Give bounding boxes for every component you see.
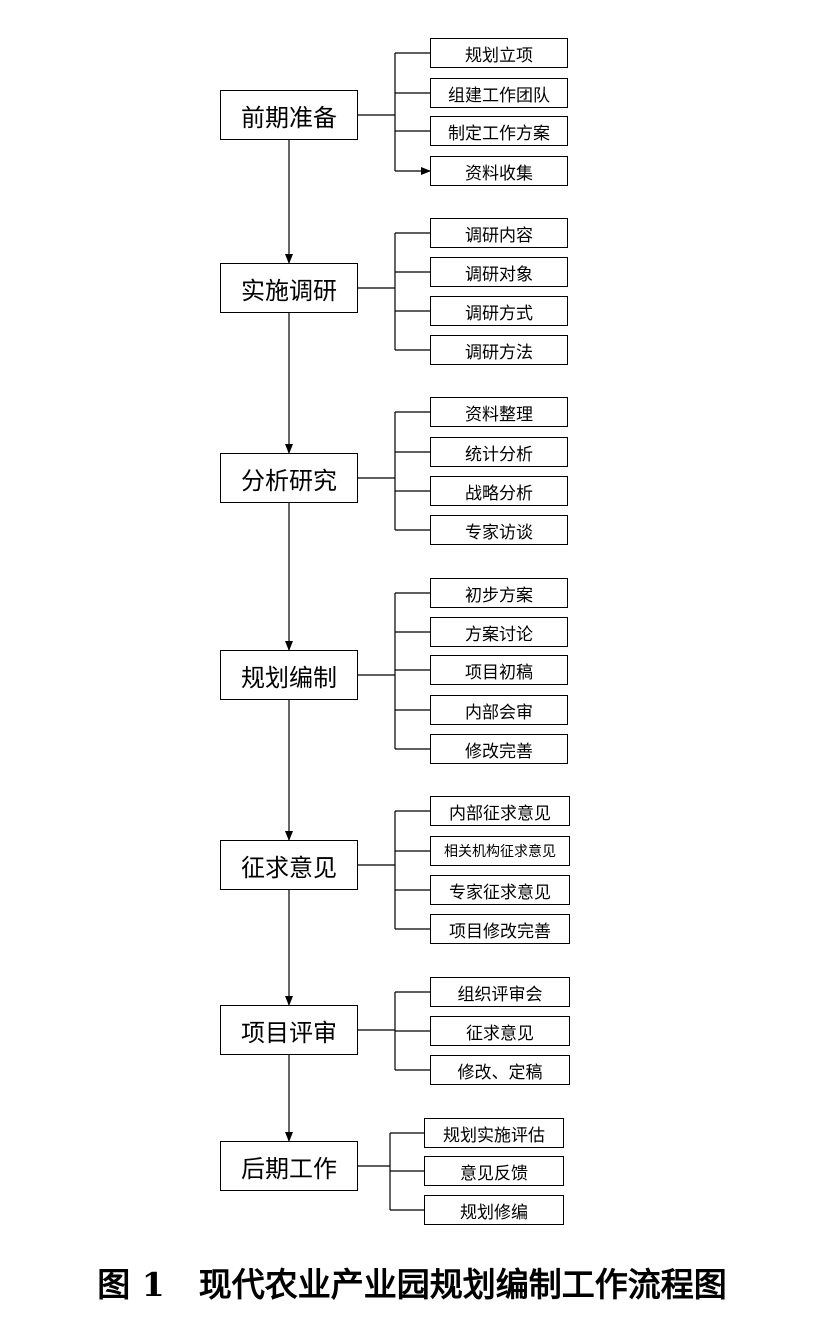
sub-step-box: 规划立项: [430, 38, 568, 68]
stage-box: 分析研究: [220, 453, 358, 503]
connector-lines: [285, 52, 431, 1211]
sub-step-box: 意见反馈: [424, 1156, 564, 1186]
stage-box: 规划编制: [220, 650, 358, 700]
sub-step-box: 规划修编: [424, 1195, 564, 1225]
sub-step-box: 调研内容: [430, 218, 568, 248]
sub-step-box: 项目修改完善: [430, 914, 570, 944]
stage-box: 征求意见: [220, 840, 358, 890]
sub-step-box: 组织评审会: [430, 977, 570, 1007]
figure-caption: 图 1 现代农业产业园规划编制工作流程图: [0, 1252, 824, 1312]
stage-box: 项目评审: [220, 1005, 358, 1055]
sub-step-box: 调研方式: [430, 296, 568, 326]
sub-step-box: 规划实施评估: [424, 1118, 564, 1148]
sub-step-box: 内部征求意见: [430, 796, 570, 826]
stage-box: 实施调研: [220, 263, 358, 313]
sub-step-box: 修改完善: [430, 734, 568, 764]
flowchart: 前期准备 规划立项组建工作团队制定工作方案资料收集实施调研 调研内容调研对象调研方式…: [220, 38, 570, 1225]
sub-step-box: 征求意见: [430, 1016, 570, 1046]
sub-step-box: 战略分析: [430, 476, 568, 506]
sub-step-box: 相关机构征求意见: [430, 836, 570, 866]
figure-title: 现代农业产业园规划编制工作流程图: [198, 1265, 727, 1304]
sub-step-box: 资料收集: [430, 156, 568, 186]
sub-step-box: 内部会审: [430, 695, 568, 725]
figure-number: 图 1: [97, 1265, 165, 1304]
sub-step-box: 制定工作方案: [430, 116, 568, 146]
stage-box: 前期准备: [220, 90, 358, 140]
sub-step-box: 组建工作团队: [430, 78, 568, 108]
sub-step-box: 专家访谈: [430, 515, 568, 545]
sub-step-box: 项目初稿: [430, 655, 568, 685]
sub-step-box: 修改、定稿: [430, 1055, 570, 1085]
sub-step-box: 初步方案: [430, 578, 568, 608]
sub-step-box: 专家征求意见: [430, 875, 570, 905]
stage-box: 后期工作: [220, 1141, 358, 1191]
sub-step-box: 方案讨论: [430, 617, 568, 647]
sub-step-box: 统计分析: [430, 437, 568, 467]
sub-step-box: 调研方法: [430, 335, 568, 365]
sub-step-box: 资料整理: [430, 397, 568, 427]
sub-step-box: 调研对象: [430, 257, 568, 287]
